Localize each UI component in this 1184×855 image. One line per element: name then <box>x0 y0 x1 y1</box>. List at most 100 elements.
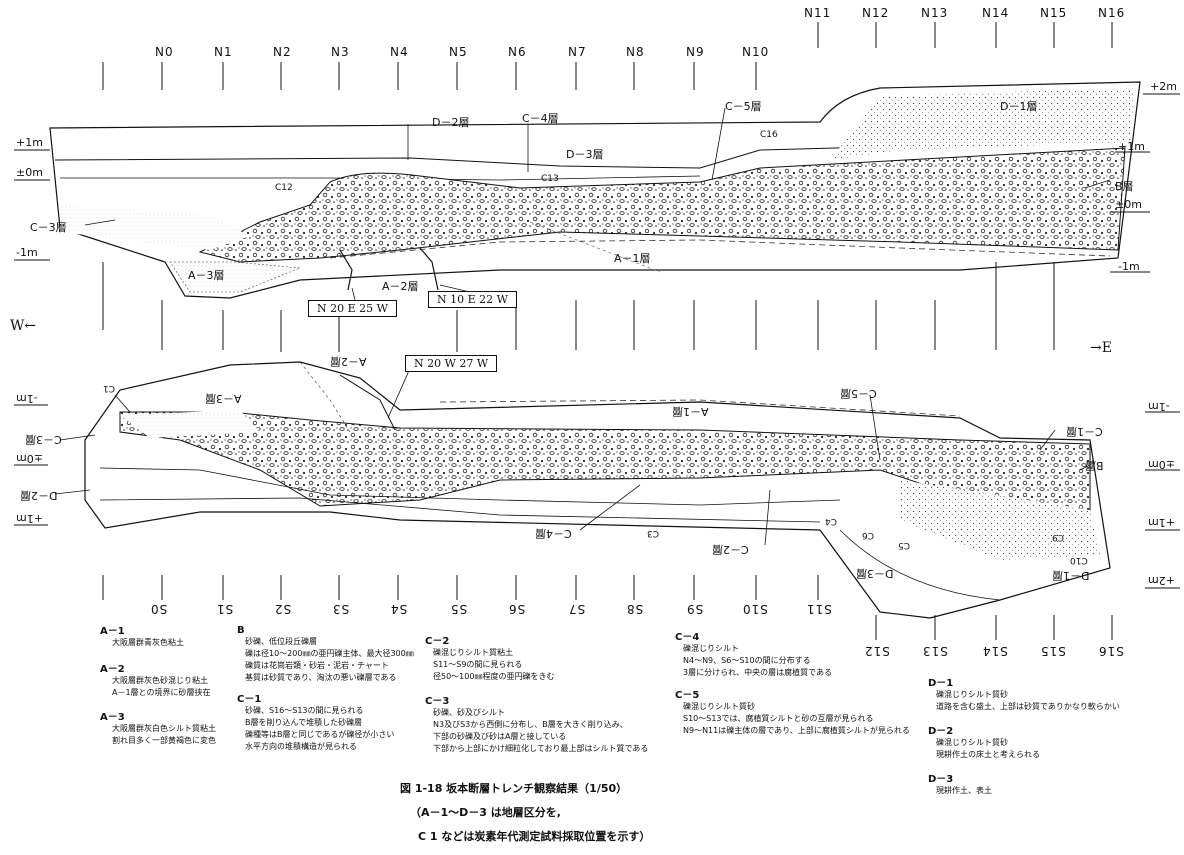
layer-label: C－3層 <box>30 221 67 234</box>
legend-d3: D－3 現耕作土、表土 <box>928 770 992 797</box>
station-label: S8 <box>626 602 644 616</box>
sample-label: C1 <box>103 383 116 393</box>
level-label: +1m <box>1118 140 1145 153</box>
layer-label: A－1層 <box>672 405 709 418</box>
station-label: N3 <box>331 45 350 59</box>
east-arrow: →E <box>1090 340 1112 356</box>
layer-label: D－2層 <box>20 489 58 502</box>
legend-d2: D－2 礫混じりシルト質砂 現耕作土の床土と考えられる <box>928 722 1040 761</box>
level-label: +1m <box>1148 516 1175 529</box>
station-label: S15 <box>1040 644 1066 658</box>
level-label: ±0m <box>16 166 43 179</box>
level-label: -1m <box>16 246 38 259</box>
figure-caption: 図 1-18 坂本断層トレンチ観察結果（1/50） <box>400 782 628 795</box>
layer-label: D－3層 <box>856 567 894 580</box>
legend-title: B <box>237 625 245 636</box>
layer-label: C－5層 <box>840 387 877 400</box>
middle-ticks <box>102 262 1055 352</box>
layer-label: A－1層 <box>614 252 651 265</box>
sample-label: C3 <box>647 528 660 538</box>
legend-c5: C－5 礫混じりシルト質砂 S10～S13では、腐植質シルトと砂の互層が見られる… <box>675 686 910 737</box>
legend-a3: A－3 大阪層群灰白色シルト質粘土 割れ目多く一部黄褐色に変色 <box>100 708 216 747</box>
legend-line: 礫混じりシルト質砂 <box>936 690 1008 699</box>
station-label: S12 <box>864 644 890 658</box>
level-label: +2m <box>1148 574 1175 587</box>
legend-line: 礫は径10～200㎜の亜円礫主体、最大径300㎜ <box>245 649 414 658</box>
layer-label: D－1層 <box>1000 100 1038 113</box>
legend-line: 砂礫、低位段丘礫層 <box>245 637 317 646</box>
level-label: +2m <box>1150 80 1177 93</box>
station-label: N2 <box>273 45 292 59</box>
station-label: S9 <box>686 602 704 616</box>
legend-title: A－1 <box>100 626 125 637</box>
station-label: S14 <box>982 644 1008 658</box>
layer-label: C－2層 <box>712 543 749 556</box>
station-label: N6 <box>508 45 527 59</box>
level-label: ±0m <box>1115 198 1142 211</box>
legend-c2: C－2 礫混じりシルト質粘土 S11～S9の間に見られる 径50～100㎜程度の… <box>425 632 554 683</box>
sample-label: C16 <box>760 130 778 140</box>
layer-label: B層 <box>1085 459 1104 472</box>
figure-caption-note: （A－1～D－3 は地層区分を, <box>410 806 561 819</box>
station-label: N4 <box>390 45 409 59</box>
legend-line: 径50～100㎜程度の亜円礫をきむ <box>433 672 555 681</box>
sample-label: C10 <box>1070 555 1088 565</box>
legend-line: 下部の砂礫及び砂はA層と接している <box>433 732 567 741</box>
sample-label: C12 <box>275 183 293 193</box>
legend-a2: A－2 大阪層群灰色砂混じり粘土 A－1層との境界に砂層挟在 <box>100 660 210 699</box>
legend-a1: A－1 大阪層群青灰色粘土 <box>100 622 184 649</box>
legend-line: 礫混じりシルト <box>683 644 739 653</box>
legend-line: 3層に分けられ、中央の層は腐植質である <box>683 668 833 677</box>
legend-line: 礫混じりシルト質砂 <box>683 702 755 711</box>
legend-title: C－2 <box>425 636 450 647</box>
legend-title: A－3 <box>100 712 125 723</box>
legend-line: 基質は砂質であり、淘汰の悪い礫層である <box>245 673 397 682</box>
legend-line: 大阪層群青灰色粘土 <box>112 638 184 647</box>
layer-label: C－3層 <box>25 433 62 446</box>
station-label: N14 <box>982 6 1010 20</box>
legend-line: 割れ目多く一部黄褐色に変色 <box>112 736 216 745</box>
station-label: S16 <box>1098 644 1124 658</box>
station-label: N16 <box>1098 6 1126 20</box>
legend-c4: C－4 礫混じりシルト N4～N9、S6～S10の間に分布する 3層に分けられ、… <box>675 628 832 679</box>
legend-line: N3及びS3から西側に分布し、B層を大きく削り込み、 <box>433 720 628 729</box>
level-label: +1m <box>16 136 43 149</box>
legend-title: D－1 <box>928 678 954 689</box>
legend-line: S11～S9の間に見られる <box>433 660 523 669</box>
layer-label: D－2層 <box>432 116 470 129</box>
station-label: N13 <box>921 6 949 20</box>
station-label: S11 <box>806 602 832 616</box>
sample-label: C6 <box>862 530 875 540</box>
strike-box: N 20 W 27 W <box>405 355 498 372</box>
west-arrow: W← <box>10 318 37 334</box>
level-label: -1m <box>1148 400 1170 413</box>
legend-line: N9～N11は礫主体の層であり、上部に腐植質シルトが見られる <box>683 726 910 735</box>
station-label: N15 <box>1040 6 1068 20</box>
station-label: S0 <box>150 602 168 616</box>
legend-d1: D－1 礫混じりシルト質砂 道路を含む盛土、上部は砂質でありかなり軟らかい <box>928 674 1120 713</box>
station-label: N5 <box>449 45 468 59</box>
legend-title: D－3 <box>928 774 954 785</box>
sample-label: C13 <box>541 174 559 184</box>
station-label: S13 <box>922 644 948 658</box>
level-label: +1m <box>16 512 43 525</box>
bottom-station-ticks <box>102 575 1113 640</box>
top-station-ticks <box>102 22 1113 90</box>
legend-line: 道路を含む盛土、上部は砂質でありかなり軟らかい <box>936 702 1120 711</box>
legend-line: 現耕作土の床土と考えられる <box>936 750 1040 759</box>
north-wall-section <box>14 81 1180 299</box>
layer-label: A－2層 <box>330 355 367 368</box>
station-label: N8 <box>626 45 645 59</box>
sample-label: C4 <box>825 516 838 526</box>
legend-line: 礫混じりシルト質粘土 <box>433 648 513 657</box>
legend-line: A－1層との境界に砂層挟在 <box>112 688 211 697</box>
level-label: ±0m <box>16 452 43 465</box>
legend-line: B層を削り込んで堆積した砂礫層 <box>245 718 363 727</box>
level-label: ±0m <box>1148 458 1175 471</box>
layer-label: A－2層 <box>382 280 419 293</box>
layer-label: B層 <box>1115 180 1134 193</box>
legend-title: C－1 <box>237 694 262 705</box>
layer-label: D－1層 <box>1052 569 1090 582</box>
station-label: N12 <box>862 6 890 20</box>
